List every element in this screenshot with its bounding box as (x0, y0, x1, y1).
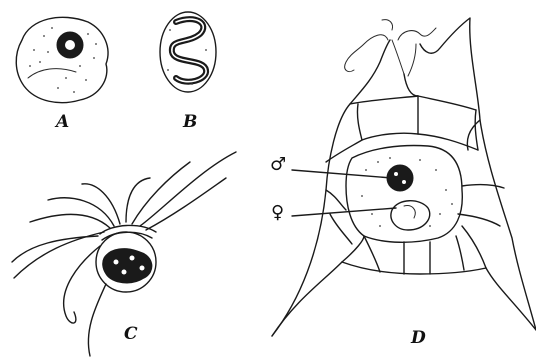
label-d: D (411, 330, 426, 347)
panel-c-nucleus (103, 249, 152, 283)
panel-b-cell (160, 12, 216, 92)
panel-d-egg (391, 201, 430, 230)
male-symbol: ♂ (270, 156, 286, 174)
label-b: B (183, 114, 197, 131)
female-symbol: ♀ (271, 204, 284, 222)
panel-b-coil (172, 19, 206, 82)
panel-d-venter (346, 146, 462, 243)
panel-a-cell (16, 17, 108, 102)
panel-d-structure (272, 18, 536, 336)
label-a: A (56, 114, 69, 131)
label-c: C (124, 326, 138, 343)
